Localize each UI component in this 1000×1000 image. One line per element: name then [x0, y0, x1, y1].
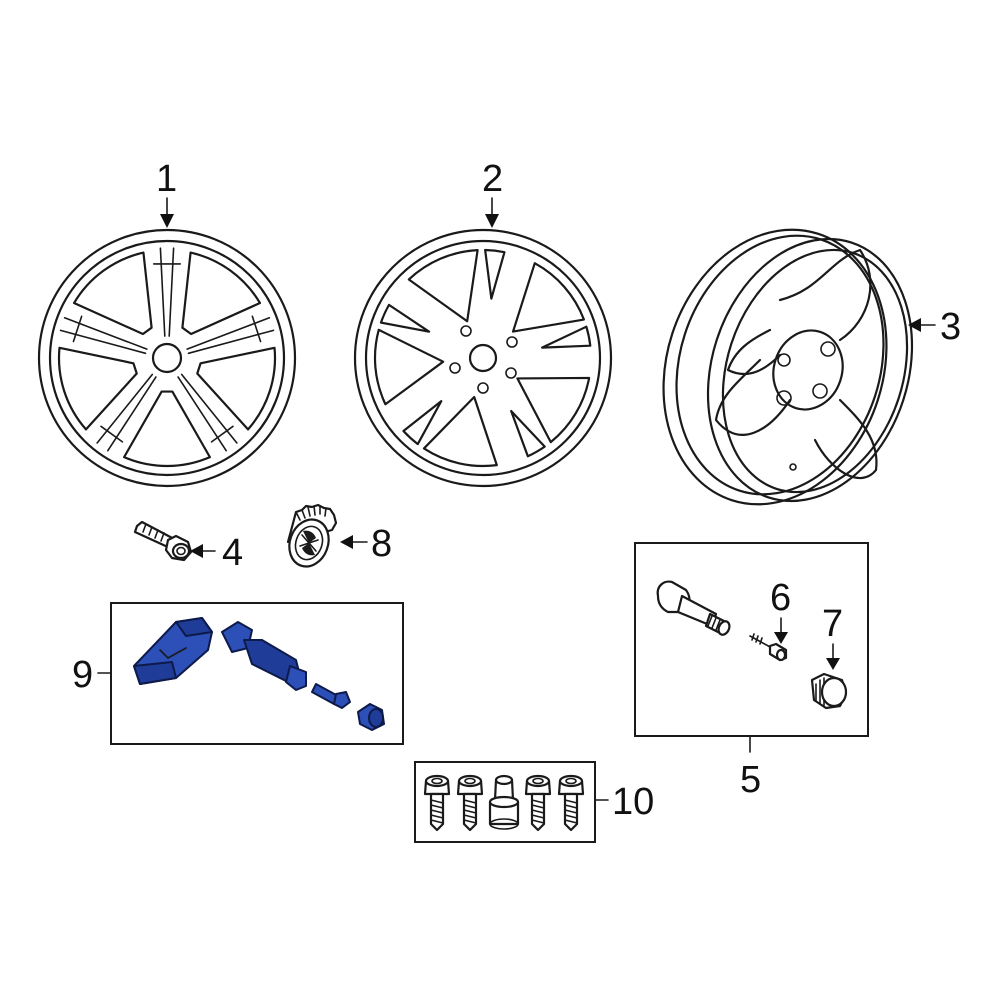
- spoke-window: [422, 395, 498, 468]
- callout-4: 4: [190, 532, 243, 574]
- svg-text:6: 6: [770, 577, 791, 619]
- lug-bolt-icon: [456, 774, 484, 832]
- lug-bolt-box: [414, 761, 596, 843]
- spoke-line: [96, 373, 157, 452]
- svg-text:1: 1: [156, 158, 177, 200]
- callout-7: 7: [822, 603, 843, 670]
- valve-core-icon[interactable]: [749, 633, 788, 662]
- valve-stem-icon[interactable]: [656, 580, 732, 637]
- center-cap-emblem-icon[interactable]: [283, 503, 338, 572]
- spoke-window: [123, 390, 211, 468]
- callout-5: 5: [740, 735, 761, 801]
- svg-text:5: 5: [740, 759, 761, 801]
- lug-bolt-icon: [524, 774, 552, 832]
- spoke-window: [57, 346, 138, 431]
- callout-6: 6: [770, 577, 791, 644]
- valve-kit-box: [634, 542, 869, 737]
- svg-text:7: 7: [822, 603, 843, 645]
- svg-text:10: 10: [612, 781, 654, 823]
- spoke-bar: [100, 425, 124, 443]
- svg-text:4: 4: [222, 532, 243, 574]
- lug-bolt-set-icon[interactable]: [423, 774, 585, 832]
- spoke-slot: [510, 409, 546, 458]
- valve-cap-icon[interactable]: [810, 672, 848, 710]
- spoke-window: [516, 376, 591, 444]
- callout-8: 8: [340, 523, 392, 565]
- wheel-2-icon[interactable]: [353, 228, 613, 488]
- spoke-slot: [540, 325, 592, 349]
- callout-10: 10: [594, 781, 654, 823]
- spoke-slot: [379, 303, 431, 333]
- callout-9: 9: [72, 654, 112, 696]
- spoke-line: [159, 247, 175, 337]
- callout-1: 1: [156, 158, 177, 228]
- wheel-1-icon[interactable]: [37, 228, 297, 488]
- spoke-window: [373, 328, 445, 406]
- spoke-window: [511, 262, 586, 333]
- svg-text:8: 8: [371, 523, 392, 565]
- spoke-window: [181, 251, 262, 336]
- spoke-bar: [210, 425, 234, 443]
- bolt-icon[interactable]: [133, 520, 193, 562]
- wheel-lock-icon: [488, 774, 520, 830]
- lug-bolt-icon: [423, 774, 451, 832]
- spoke-bar: [72, 315, 83, 343]
- spare-wheel-icon[interactable]: [629, 200, 945, 533]
- lug-bolt-icon: [557, 774, 585, 832]
- svg-text:2: 2: [482, 158, 503, 200]
- spoke-line: [186, 316, 275, 355]
- spoke-line: [177, 373, 238, 452]
- spoke-line: [59, 316, 148, 355]
- spoke-bar: [251, 315, 262, 343]
- tpms-valve-icon[interactable]: [221, 621, 385, 731]
- spoke-window: [196, 346, 277, 431]
- callout-3: 3: [908, 306, 961, 348]
- spoke-slot: [484, 248, 506, 300]
- spoke-window: [407, 249, 479, 323]
- tpms-sensor-icon[interactable]: [133, 617, 213, 685]
- svg-text:3: 3: [940, 306, 961, 348]
- callout-2: 2: [482, 158, 503, 228]
- svg-text:9: 9: [72, 654, 93, 696]
- spoke-window: [72, 251, 153, 336]
- spoke-slot: [402, 400, 443, 446]
